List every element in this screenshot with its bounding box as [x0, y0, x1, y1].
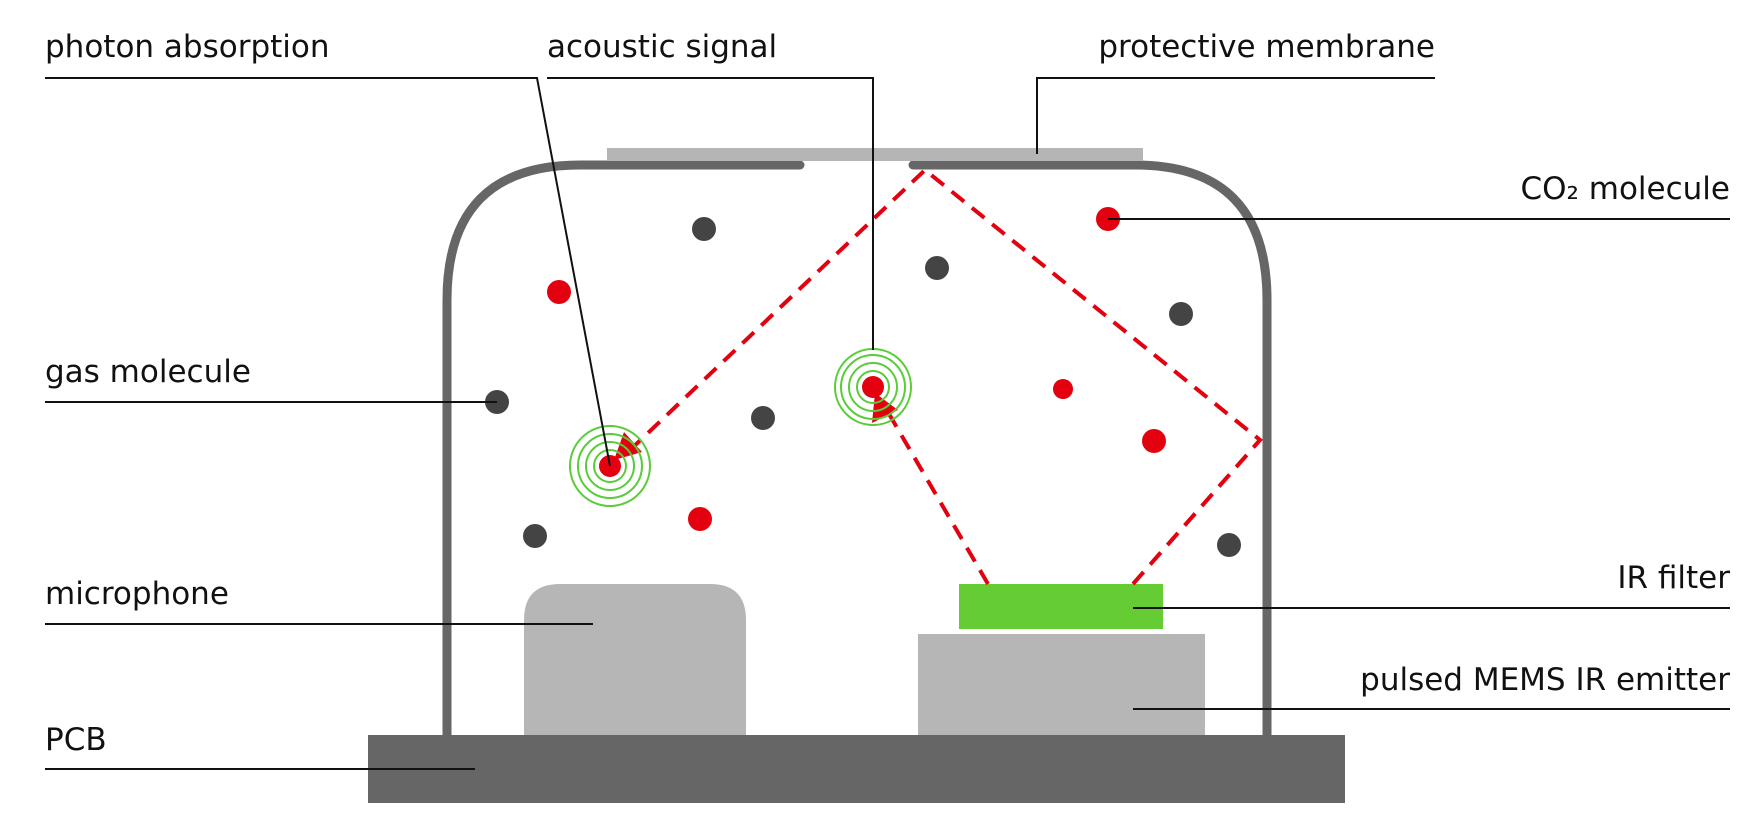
sensor-housing-right — [908, 160, 1272, 740]
light-path-reflection — [628, 167, 1263, 586]
label-photon-absorption: photon absorption — [45, 29, 330, 65]
ir-filter-body — [959, 584, 1163, 629]
mems-ir-emitter-body — [918, 634, 1205, 735]
gas-molecule — [1169, 302, 1193, 326]
gas-molecule — [523, 524, 547, 548]
gas-molecule — [751, 406, 775, 430]
co2-molecule — [547, 280, 571, 304]
leader-protective-membrane — [1036, 77, 1435, 154]
sensor-housing — [442, 160, 805, 740]
protective-membrane-body — [607, 148, 1143, 161]
acoustic-wave-left — [569, 425, 651, 507]
label-gas-molecule: gas molecule — [45, 354, 251, 390]
leader-photon-absorption — [45, 77, 611, 467]
arrow-head-left — [614, 432, 642, 460]
co2-molecule — [1142, 429, 1166, 453]
label-ir-filter: IR filter — [1617, 560, 1730, 596]
microphone-body — [524, 584, 746, 735]
gas-molecule — [1217, 533, 1241, 557]
label-pcb: PCB — [45, 722, 107, 758]
pcb-board — [368, 735, 1345, 803]
co2-molecule — [1053, 379, 1073, 399]
label-protective-membrane: protective membrane — [1098, 29, 1435, 65]
leader-lines — [45, 77, 1730, 770]
label-co2-molecule: CO₂ molecule — [1520, 171, 1730, 207]
label-acoustic-signal: acoustic signal — [547, 29, 777, 65]
label-pulsed-mems-ir-emitter: pulsed MEMS IR emitter — [1360, 662, 1730, 698]
leader-acoustic-signal — [547, 77, 874, 350]
gas-molecule — [692, 217, 716, 241]
gas-molecules — [485, 217, 1241, 557]
co2-molecule — [688, 507, 712, 531]
gas-molecule — [925, 256, 949, 280]
acoustic-wave-center — [834, 348, 912, 426]
label-microphone: microphone — [45, 576, 229, 612]
light-path-direct — [883, 405, 990, 586]
co2-molecule — [862, 376, 884, 398]
